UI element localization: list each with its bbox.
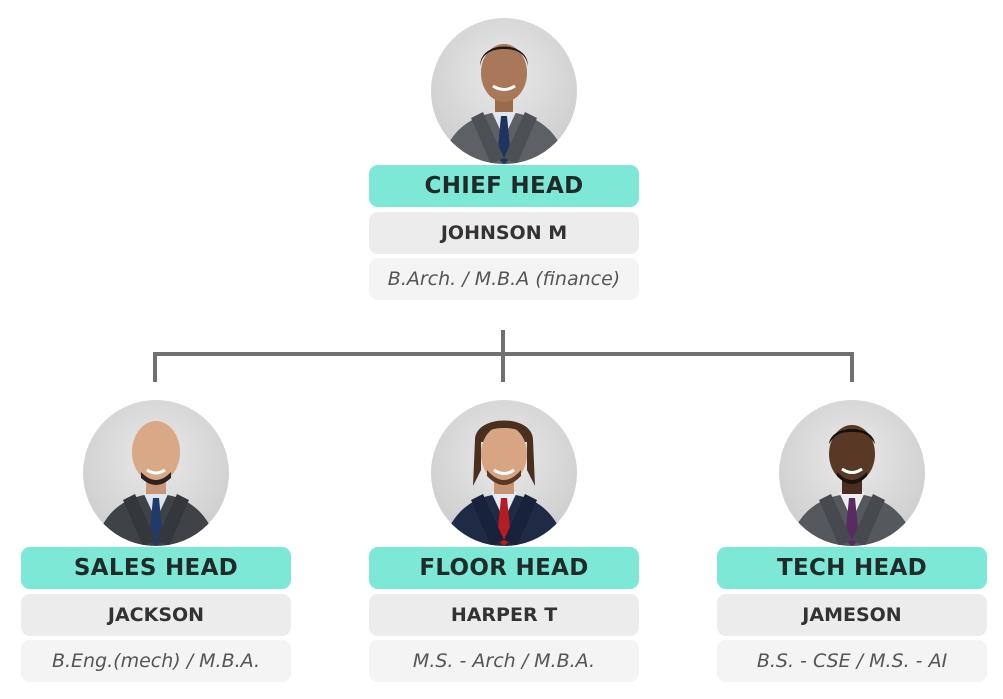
- degree-label-sales-head: B.Eng.(mech) / M.B.A.: [21, 640, 291, 682]
- name-label-chief: JOHNSON M: [369, 212, 639, 254]
- role-label-chief: CHIEF HEAD: [369, 165, 639, 207]
- floor-head-card: FLOOR HEAD HARPER T M.S. - Arch / M.B.A.: [369, 400, 639, 682]
- name-label-tech-head: JAMESON: [717, 594, 987, 636]
- connector-horizontal: [153, 352, 854, 356]
- degree-label-chief: B.Arch. / M.B.A (finance): [369, 258, 639, 300]
- person-photo-icon: [443, 420, 565, 546]
- degree-label-tech-head: B.S. - CSE / M.S. - AI: [717, 640, 987, 682]
- chief-card: CHIEF HEAD JOHNSON M B.Arch. / M.B.A (fi…: [369, 18, 639, 300]
- connector-drop-left: [153, 352, 157, 382]
- person-photo-icon: [95, 421, 217, 546]
- name-label-sales-head: JACKSON: [21, 594, 291, 636]
- avatar-sales-head: [83, 400, 229, 546]
- connector-drop-right: [850, 352, 854, 382]
- person-photo-icon: [441, 44, 567, 164]
- person-photo-icon: [789, 425, 915, 546]
- sales-head-card: SALES HEAD JACKSON B.Eng.(mech) / M.B.A.: [21, 400, 291, 682]
- name-label-floor-head: HARPER T: [369, 594, 639, 636]
- role-label-tech-head: TECH HEAD: [717, 547, 987, 589]
- avatar-tech-head: [779, 400, 925, 546]
- degree-label-floor-head: M.S. - Arch / M.B.A.: [369, 640, 639, 682]
- connector-vertical-top: [501, 330, 505, 382]
- role-label-sales-head: SALES HEAD: [21, 547, 291, 589]
- role-label-floor-head: FLOOR HEAD: [369, 547, 639, 589]
- tech-head-card: TECH HEAD JAMESON B.S. - CSE / M.S. - AI: [717, 400, 987, 682]
- avatar-floor-head: [431, 400, 577, 546]
- avatar-chief: [431, 18, 577, 164]
